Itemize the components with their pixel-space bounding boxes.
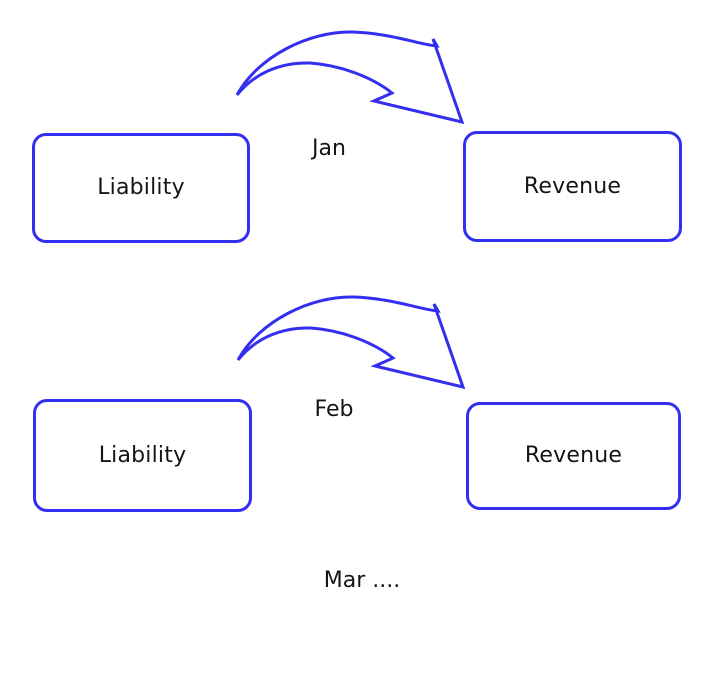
node-liability-jan[interactable]: Liability — [32, 133, 250, 243]
edge-arrow-feb[interactable] — [236, 295, 466, 390]
node-revenue-jan[interactable]: Revenue — [463, 131, 682, 242]
curved-arrow-icon — [236, 295, 466, 390]
node-label: Revenue — [523, 173, 622, 199]
node-label: Liability — [97, 175, 185, 200]
footer-continuation-label: Mar .... — [323, 568, 401, 593]
curved-arrow-icon — [235, 30, 465, 125]
edge-label-jan: Jan — [312, 136, 346, 161]
edge-arrow-jan[interactable] — [235, 30, 465, 125]
node-liability-feb[interactable]: Liability — [33, 399, 252, 512]
node-revenue-feb[interactable]: Revenue — [466, 402, 681, 510]
node-label: Revenue — [524, 443, 623, 468]
node-label: Liability — [98, 442, 187, 468]
edge-label-feb: Feb — [314, 397, 354, 422]
